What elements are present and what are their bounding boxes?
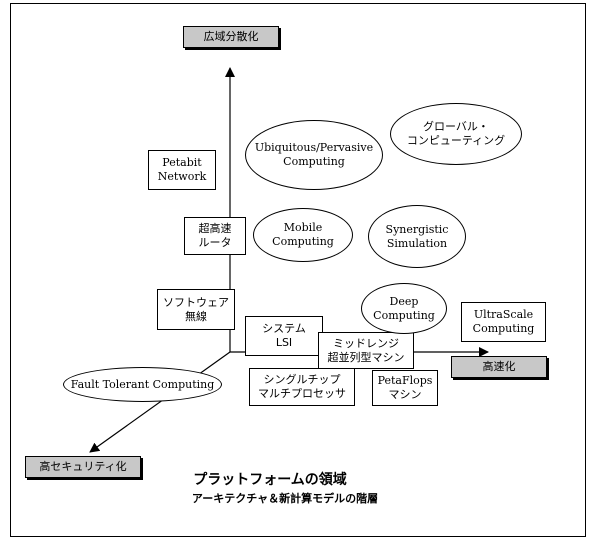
oval-fault-tolerant-computing: Fault Tolerant Computing [63,367,222,402]
oval-line: Computing [373,308,435,322]
oval-line: Computing [272,235,334,248]
oval-line: Computing [283,155,345,168]
axis-label-text: 高速化 [482,360,516,373]
box-line: Computing [472,322,535,335]
diagram-subtitle: アーキテクチャ＆新計算モデルの階層 [145,490,425,506]
diagram-title: プラットフォームの領域 [150,469,390,489]
oval-line: コンピューティング [406,134,506,147]
box-line: マルチプロセッサ [258,387,346,400]
oval-ubiquitous-computing: Ubiquitous/Pervasive Computing [245,120,383,190]
box-line: 超並列型マシン [327,350,405,364]
box-line: マシン [388,388,422,401]
axis-label-text: 高セキュリティ化 [39,460,127,473]
box-line: ミッドレンジ [333,336,399,350]
oval-line: Synergistic [385,222,449,236]
box-single-chip-multiprocessor: シングルチップ マルチプロセッサ [249,368,355,406]
box-line: 超高速 [198,222,232,235]
oval-line: Simulation [386,236,448,250]
oval-synergistic-simulation: Synergistic Simulation [368,205,466,268]
box-ultrascale-computing: UltraScale Computing [461,302,546,342]
axis-label-speed: 高速化 [451,356,547,378]
box-software-radio: ソフトウェア 無線 [157,289,235,330]
box-line: Petabit [162,156,202,169]
box-petabit-network: Petabit Network [148,150,216,190]
box-line: 無線 [185,309,207,323]
oval-global-computing: グローバル・ コンピューティング [390,103,522,165]
box-line: ソフトウェア [163,295,229,309]
box-line: Network [157,170,207,183]
box-high-speed-router: 超高速 ルータ [184,217,246,255]
box-line: PetaFlops [377,374,433,387]
box-line: LSI [275,336,293,349]
box-midrange-mpp: ミッドレンジ 超並列型マシン [318,332,414,369]
diagram-frame [10,3,586,537]
axis-label-security: 高セキュリティ化 [25,456,141,478]
box-line: システム [262,322,306,335]
box-line: シングルチップ [263,373,341,386]
diagram-subtitle-text: アーキテクチャ＆新計算モデルの階層 [191,492,379,505]
oval-line: グローバル・ [423,120,489,133]
box-petaflops-machine: PetaFlops マシン [372,370,438,406]
box-line: ルータ [198,236,232,249]
axis-label-wide-area: 広域分散化 [183,26,279,48]
oval-line: Mobile [283,221,323,234]
oval-line: Fault Tolerant Computing [70,377,215,391]
diagonal-axis-arrow [89,351,231,453]
oval-line: Deep [389,294,419,308]
oval-deep-computing: Deep Computing [361,283,447,334]
box-system-lsi: システム LSI [245,316,323,356]
box-line: UltraScale [473,308,534,321]
diagram-title-text: プラットフォームの領域 [193,472,347,488]
oval-line: Ubiquitous/Pervasive [254,141,374,154]
axis-label-text: 広域分散化 [203,30,259,43]
oval-mobile-computing: Mobile Computing [253,208,353,262]
